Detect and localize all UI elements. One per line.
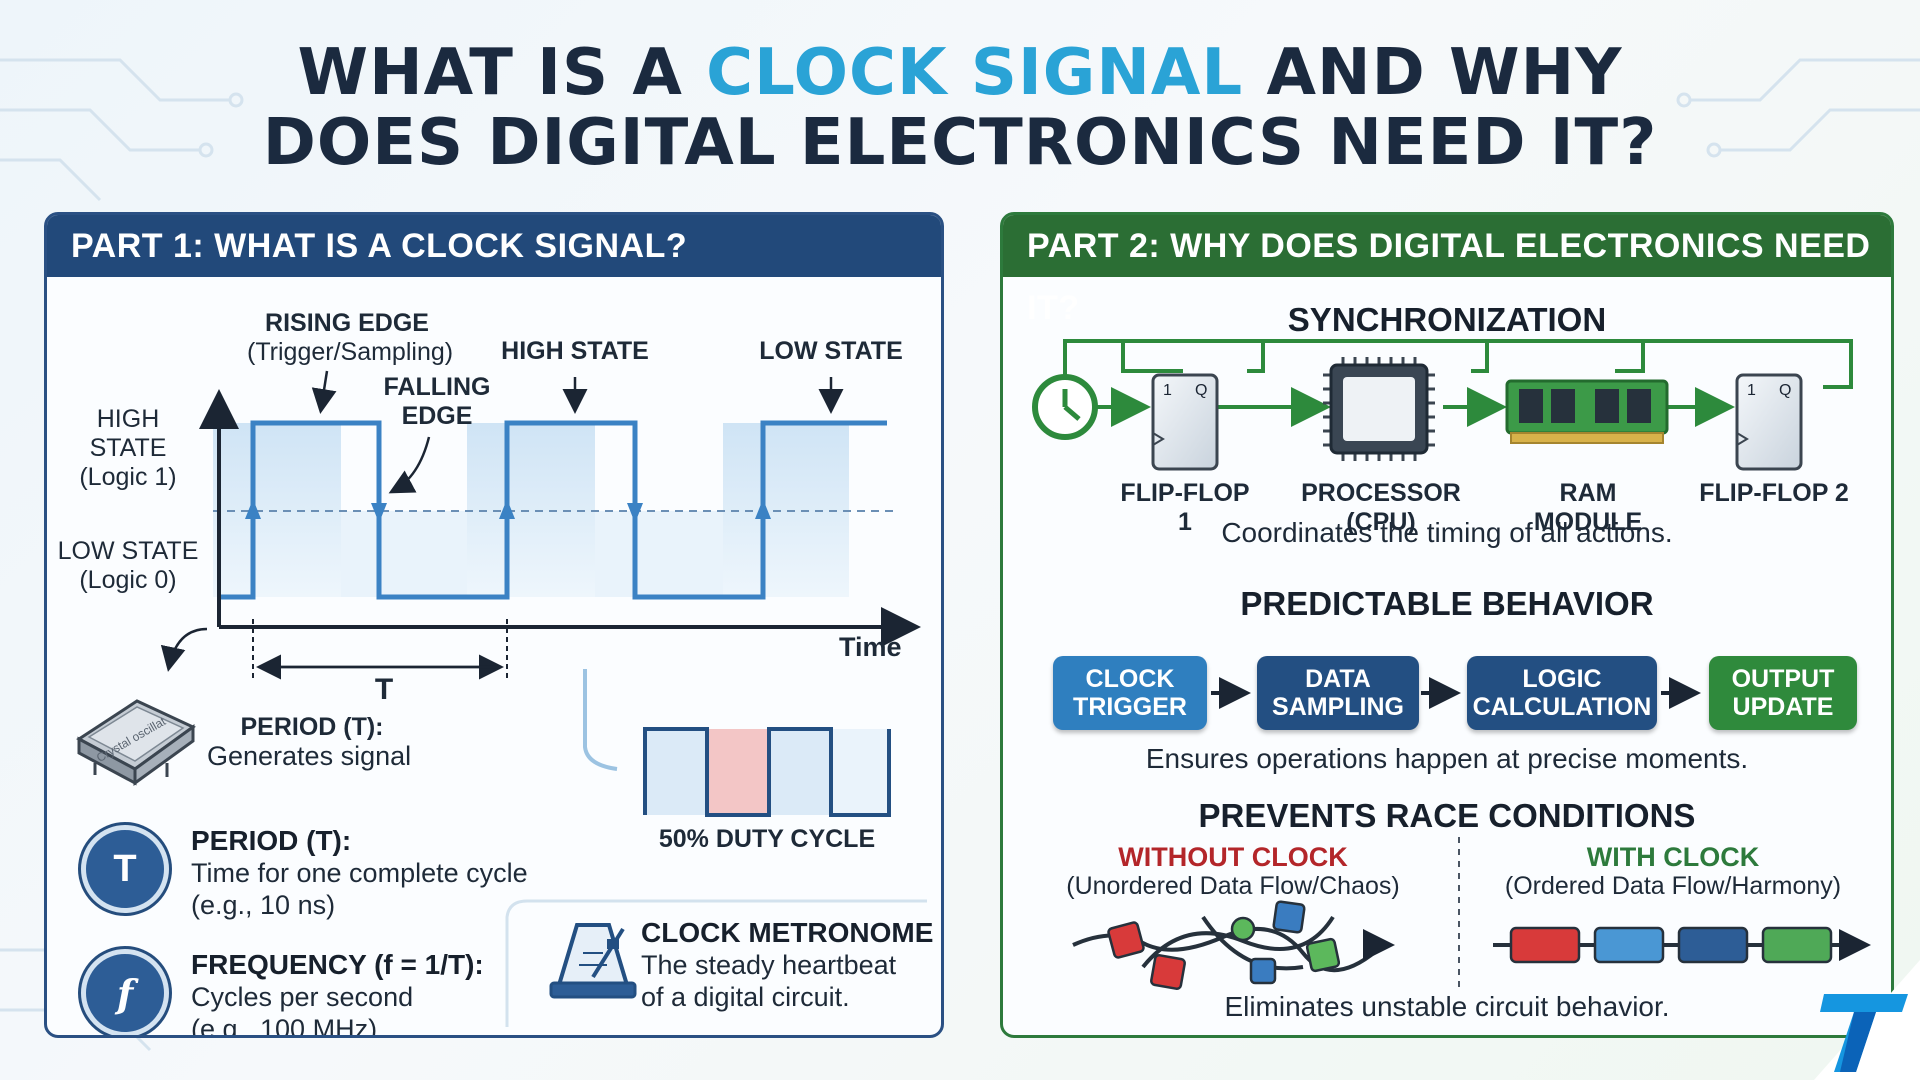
falling-edge-label: FALLING bbox=[383, 373, 491, 401]
without-clock-title: WITHOUT CLOCK bbox=[1118, 842, 1348, 872]
low-region bbox=[341, 511, 467, 597]
axis-low-state: LOW STATE bbox=[57, 537, 199, 565]
period-symbol: T bbox=[374, 673, 394, 706]
synchronization-caption: Coordinates the timing of all actions. bbox=[1221, 517, 1673, 548]
crystal-title: PERIOD (T): bbox=[240, 713, 384, 741]
without-clock-subtitle: (Unordered Data Flow/Chaos) bbox=[1066, 872, 1400, 900]
svg-text:1: 1 bbox=[1747, 382, 1756, 399]
ordered-data-flow bbox=[1493, 926, 1871, 964]
ram-module-icon bbox=[1505, 379, 1669, 444]
brand-logo bbox=[1814, 960, 1920, 1080]
metronome-description: The steady heartbeat bbox=[641, 950, 897, 980]
falling-edge-marker bbox=[371, 503, 387, 523]
svg-text:1: 1 bbox=[1163, 382, 1172, 399]
time-axis-label: Time bbox=[839, 632, 902, 662]
axis-high-state: HIGH STATE bbox=[89, 405, 167, 462]
part2-panel: PART 2: WHY DOES DIGITAL ELECTRONICS NEE… bbox=[1000, 212, 1894, 1038]
falling-edge-pointer bbox=[388, 436, 431, 494]
rising-edge-pointer bbox=[311, 370, 337, 414]
page-title: WHAT IS A CLOCK SIGNAL AND WHY DOES DIGI… bbox=[262, 36, 1658, 180]
frequency-description: Cycles per second bbox=[191, 982, 414, 1012]
crystal-oscillator-icon: Crystal oscillat bbox=[76, 699, 196, 786]
high-state-label: HIGH STATE bbox=[501, 337, 649, 365]
race-conditions-title: PREVENTS RACE CONDITIONS bbox=[1198, 797, 1696, 834]
synchronization-title: SYNCHRONIZATION bbox=[1287, 301, 1607, 338]
part2-header: PART 2: WHY DOES DIGITAL ELECTRONICS NEE… bbox=[1003, 215, 1891, 327]
crystal-description: Generates signal bbox=[207, 741, 412, 771]
title-highlight: CLOCK SIGNAL bbox=[706, 36, 1244, 110]
part1-panel: PART 1: WHAT IS A CLOCK SIGNAL? bbox=[44, 212, 944, 1038]
flip-flop-1-label: FLIP-FLOP 1 bbox=[1120, 479, 1250, 536]
ram-module-label: RAM MODULE bbox=[1533, 479, 1643, 536]
rising-edge-marker bbox=[499, 499, 515, 519]
rising-edge-marker bbox=[755, 499, 771, 519]
crystal-pointer bbox=[160, 627, 208, 672]
duty-cycle-label: 50% DUTY CYCLE bbox=[658, 825, 876, 853]
period-description: Time for one complete cycle bbox=[191, 858, 528, 888]
predictable-caption: Ensures operations happen at precise mom… bbox=[1145, 743, 1749, 774]
rising-edge-label: RISING EDGE bbox=[265, 309, 429, 337]
low-state-label: LOW STATE bbox=[759, 337, 903, 365]
clock-icon bbox=[1032, 374, 1098, 440]
frequency-title: FREQUENCY (f = 1/T): bbox=[191, 949, 484, 980]
with-clock-subtitle: (Ordered Data Flow/Harmony) bbox=[1504, 872, 1842, 900]
rising-edge-marker bbox=[245, 499, 261, 519]
processor-label: PROCESSOR (CPU) bbox=[1301, 479, 1461, 536]
low-region bbox=[595, 511, 723, 597]
flip-flop-2-label: FLIP-FLOP 2 bbox=[1699, 479, 1849, 507]
part1-header: PART 1: WHAT IS A CLOCK SIGNAL? bbox=[47, 215, 941, 277]
high-region bbox=[723, 423, 849, 597]
clock-distribution-lines bbox=[1063, 339, 1853, 389]
chaotic-data-flow bbox=[1072, 900, 1395, 990]
flip-flop-1-icon: 1 Q bbox=[1151, 373, 1219, 471]
duty-cycle-pointer bbox=[583, 669, 618, 771]
period-title: PERIOD (T): bbox=[191, 825, 352, 856]
axis-logic-1: (Logic 1) bbox=[79, 463, 177, 491]
svg-text:Q: Q bbox=[1779, 382, 1791, 399]
falling-edge-marker bbox=[627, 503, 643, 523]
flip-flop-2-icon: 1 Q bbox=[1735, 373, 1803, 471]
section-divider bbox=[505, 899, 927, 1027]
metronome-title: CLOCK METRONOME bbox=[641, 917, 934, 948]
axis-logic-0: (Logic 0) bbox=[79, 566, 177, 594]
duty-cycle-chart bbox=[643, 727, 891, 817]
metronome-icon bbox=[549, 923, 637, 999]
svg-text:Q: Q bbox=[1195, 382, 1207, 399]
with-clock-title: WITH CLOCK bbox=[1586, 842, 1760, 872]
synchronization-diagram: 1 Q bbox=[1032, 339, 1871, 990]
period-icon: T bbox=[81, 825, 169, 913]
processor-icon bbox=[1323, 357, 1435, 461]
frequency-example: (e.g., 100 MHz) bbox=[191, 1014, 378, 1038]
race-caption: Eliminates unstable circuit behavior. bbox=[1224, 991, 1670, 1022]
clock-waveform-diagram: Crystal oscillat bbox=[76, 370, 927, 1027]
period-example: (e.g., 10 ns) bbox=[191, 890, 336, 920]
frequency-icon: f bbox=[81, 949, 169, 1035]
predictable-behavior-title: PREDICTABLE BEHAVIOR bbox=[1240, 585, 1654, 622]
rising-edge-sublabel: (Trigger/Sampling) bbox=[247, 338, 454, 366]
high-region bbox=[467, 423, 595, 597]
